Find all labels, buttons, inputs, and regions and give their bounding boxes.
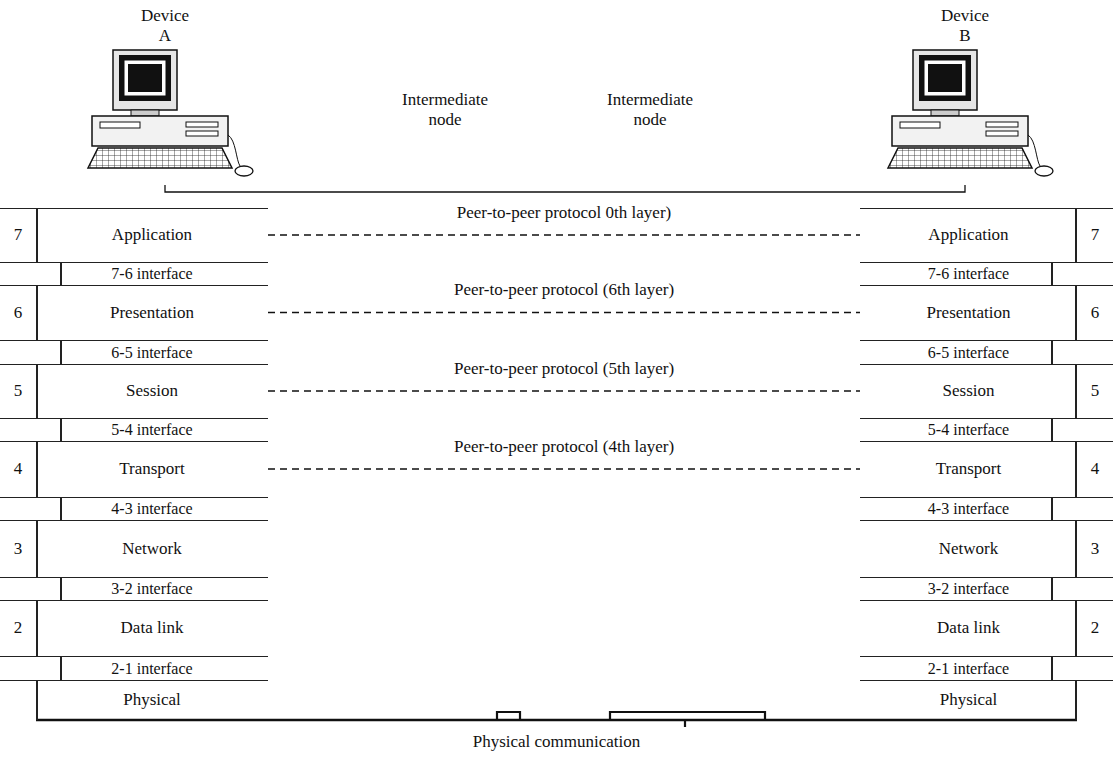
intermediate-node-label: Intermediate node	[595, 90, 705, 131]
device-label: Device B	[934, 4, 996, 47]
layer-number: 7	[0, 225, 36, 245]
layer-name: Presentation	[36, 303, 268, 323]
layer-number: 6	[1077, 303, 1113, 323]
layer-band: 7Application	[0, 208, 268, 262]
interface-band: 2-1 interface	[860, 656, 1113, 680]
physical-link	[36, 719, 1077, 722]
interface-band: 6-5 interface	[0, 340, 268, 364]
layer-band: 2Data link	[0, 600, 268, 656]
layer-band: Physical	[860, 680, 1113, 720]
layer-band: Application7	[860, 208, 1113, 262]
layer-name: Data link	[36, 618, 268, 638]
device-label: Device A	[134, 4, 196, 47]
device-node: Device B	[895, 4, 1035, 185]
layer-name: Transport	[36, 459, 268, 479]
peer-protocol-line	[268, 390, 860, 392]
interface-band: 6-5 interface	[860, 340, 1113, 364]
layer-band: Network3	[860, 520, 1113, 577]
computer-icon	[88, 50, 253, 176]
layer-band: 3Network	[0, 520, 268, 577]
layer-number: 4	[1077, 459, 1113, 479]
interface-band: 5-4 interface	[860, 418, 1113, 441]
interface-name: 4-3 interface	[36, 499, 268, 518]
interface-name: 7-6 interface	[860, 264, 1077, 283]
layer-name: Physical	[36, 690, 268, 710]
layer-name: Application	[36, 225, 268, 245]
physical-label: Physical communication	[469, 732, 645, 752]
peer-protocol-line	[268, 468, 860, 470]
interface-name: 3-2 interface	[36, 579, 268, 598]
protocol-label: Peer-to-peer protocol 0th layer)	[453, 203, 675, 223]
interface-band: 4-3 interface	[0, 497, 268, 520]
interface-name: 5-4 interface	[860, 420, 1077, 439]
protocol-label: Peer-to-peer protocol (4th layer)	[450, 437, 678, 457]
protocol-label: Peer-to-peer protocol (5th layer)	[450, 359, 678, 379]
layer-band: 5Session	[0, 364, 268, 418]
layer-number: 2	[0, 618, 36, 638]
layer-number: 6	[0, 303, 36, 323]
interface-name: 6-5 interface	[860, 343, 1077, 362]
interface-band: 4-3 interface	[860, 497, 1113, 520]
computer-icon	[888, 50, 1053, 176]
layer-number: 3	[1077, 539, 1113, 559]
interface-name: 2-1 interface	[36, 659, 268, 678]
peer-protocol-line	[268, 234, 860, 236]
interface-name: 7-6 interface	[36, 264, 268, 283]
layer-band: Physical	[0, 680, 268, 720]
interface-name: 5-4 interface	[36, 420, 268, 439]
peer-protocol-line	[268, 312, 860, 314]
interface-name: 3-2 interface	[860, 579, 1077, 598]
layer-name: Physical	[860, 690, 1077, 710]
layer-band: Data link2	[860, 600, 1113, 656]
intermediate-node-label: Intermediate node	[390, 90, 500, 131]
interface-band: 7-6 interface	[860, 262, 1113, 285]
layer-number: 3	[0, 539, 36, 559]
layer-band: Transport4	[860, 441, 1113, 497]
layer-number: 5	[1077, 381, 1113, 401]
layer-number: 7	[1077, 225, 1113, 245]
layer-name: Network	[36, 539, 268, 559]
layer-band: 6Presentation	[0, 285, 268, 340]
device-node: Device A	[95, 4, 235, 185]
layer-number: 2	[1077, 618, 1113, 638]
layer-name: Application	[860, 225, 1077, 245]
layer-name: Session	[860, 381, 1077, 401]
device-link	[165, 185, 965, 192]
layer-name: Data link	[860, 618, 1077, 638]
layer-band: Session5	[860, 364, 1113, 418]
protocol-label: Peer-to-peer protocol (6th layer)	[450, 280, 678, 300]
layer-name: Session	[36, 381, 268, 401]
layer-name: Presentation	[860, 303, 1077, 323]
layer-number: 4	[0, 459, 36, 479]
interface-name: 2-1 interface	[860, 659, 1077, 678]
interface-band: 3-2 interface	[0, 577, 268, 600]
interface-band: 5-4 interface	[0, 418, 268, 441]
interface-band: 2-1 interface	[0, 656, 268, 680]
layer-band: 4Transport	[0, 441, 268, 497]
layer-band: Presentation6	[860, 285, 1113, 340]
layer-number: 5	[0, 381, 36, 401]
layer-name: Network	[860, 539, 1077, 559]
layer-name: Transport	[860, 459, 1077, 479]
interface-band: 7-6 interface	[0, 262, 268, 285]
interface-name: 6-5 interface	[36, 343, 268, 362]
interface-name: 4-3 interface	[860, 499, 1077, 518]
interface-band: 3-2 interface	[860, 577, 1113, 600]
